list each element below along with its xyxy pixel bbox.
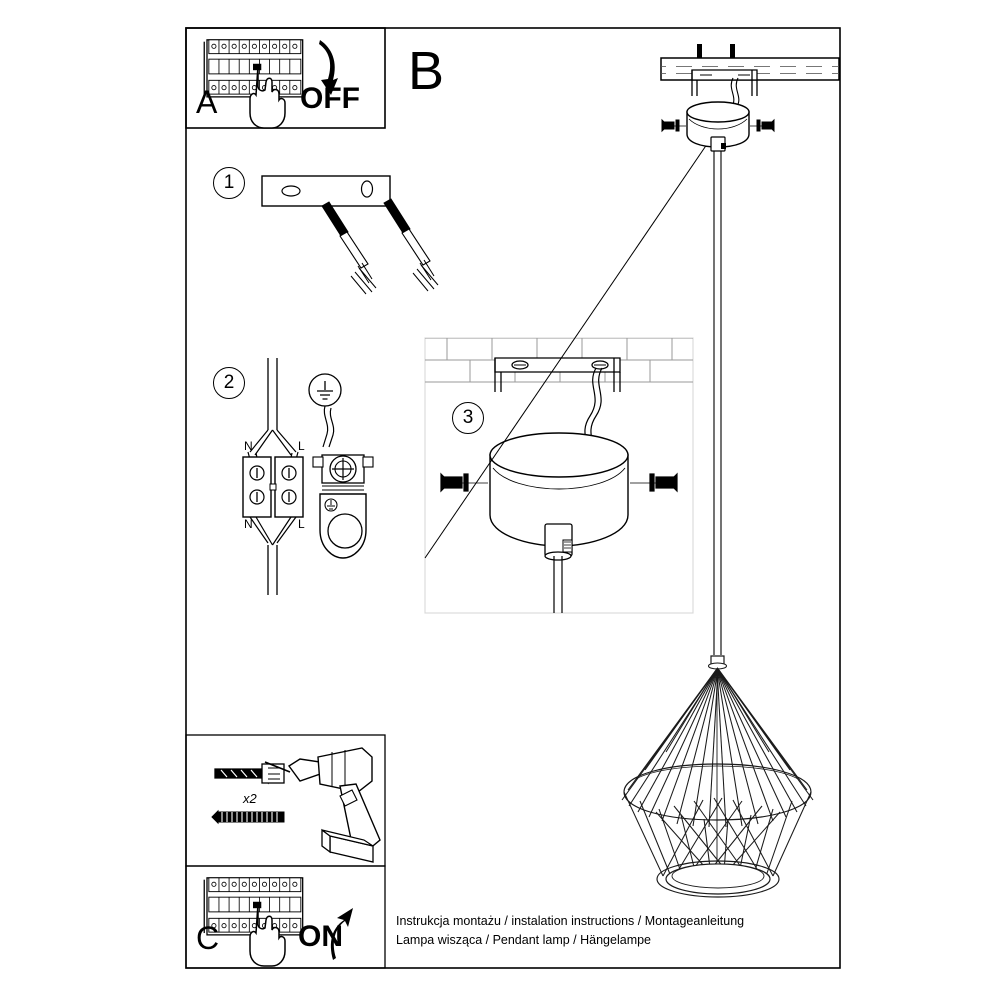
step-number-2: 2 (213, 367, 245, 399)
panel-c-label: C (196, 920, 220, 956)
wire-cage-shade-icon (621, 655, 814, 898)
leader-line (424, 127, 719, 559)
panel-c-action-label: ON (298, 920, 343, 953)
caption-block: Instrukcja montażu / instalation instruc… (396, 912, 744, 950)
sheet-border (185, 27, 841, 969)
hand-pointing-icon-a (249, 65, 286, 129)
step-1-illustration (261, 175, 439, 295)
grub-screw-icon-main-left (661, 118, 686, 133)
step-number-1: 1 (213, 167, 245, 199)
curved-arrow-up-icon (330, 908, 353, 960)
screw-icon (211, 809, 285, 825)
lamp-holder-icon (312, 454, 374, 559)
power-drill-icon (264, 747, 381, 863)
wall-plug-icon-2 (383, 198, 439, 292)
panel-a-action-label: OFF (300, 82, 360, 115)
caption-line-2: Lampa wisząca / Pendant lamp / Hängelamp… (396, 933, 652, 947)
circuit-breaker-panel-icon-a (203, 39, 304, 98)
mounting-bracket-icon (494, 357, 621, 392)
panel-b-label: B (408, 41, 445, 101)
terminal-label-n-bottom: N (244, 517, 253, 531)
wall-plug-icon (214, 762, 285, 785)
suspension-cable-icon (713, 151, 722, 655)
tools-panel-box (185, 734, 386, 969)
terminal-label-n-top: N (244, 439, 253, 453)
panel-a-label: A (196, 84, 218, 120)
step-2-illustration (242, 358, 374, 595)
panel-a-box (185, 27, 386, 129)
grub-screw-icon-main-right (750, 118, 775, 133)
caption-line-1: Instrukcja montażu / instalation instruc… (396, 914, 745, 928)
step-number-3: 3 (452, 402, 484, 434)
wall-plug-icon-1 (321, 201, 377, 295)
terminal-label-l-top: L (298, 439, 305, 453)
mounting-bracket-icon-main (691, 69, 758, 96)
grub-screw-icon-left (440, 472, 488, 493)
step-3-panel (424, 337, 694, 614)
canopy-icon (489, 432, 629, 547)
hand-pointing-icon-c (249, 903, 286, 967)
grub-screw-icon-right (630, 472, 678, 493)
curved-arrow-down-icon (319, 40, 338, 95)
quantity-label: x2 (243, 791, 257, 806)
terminal-label-l-bottom: L (298, 517, 305, 531)
